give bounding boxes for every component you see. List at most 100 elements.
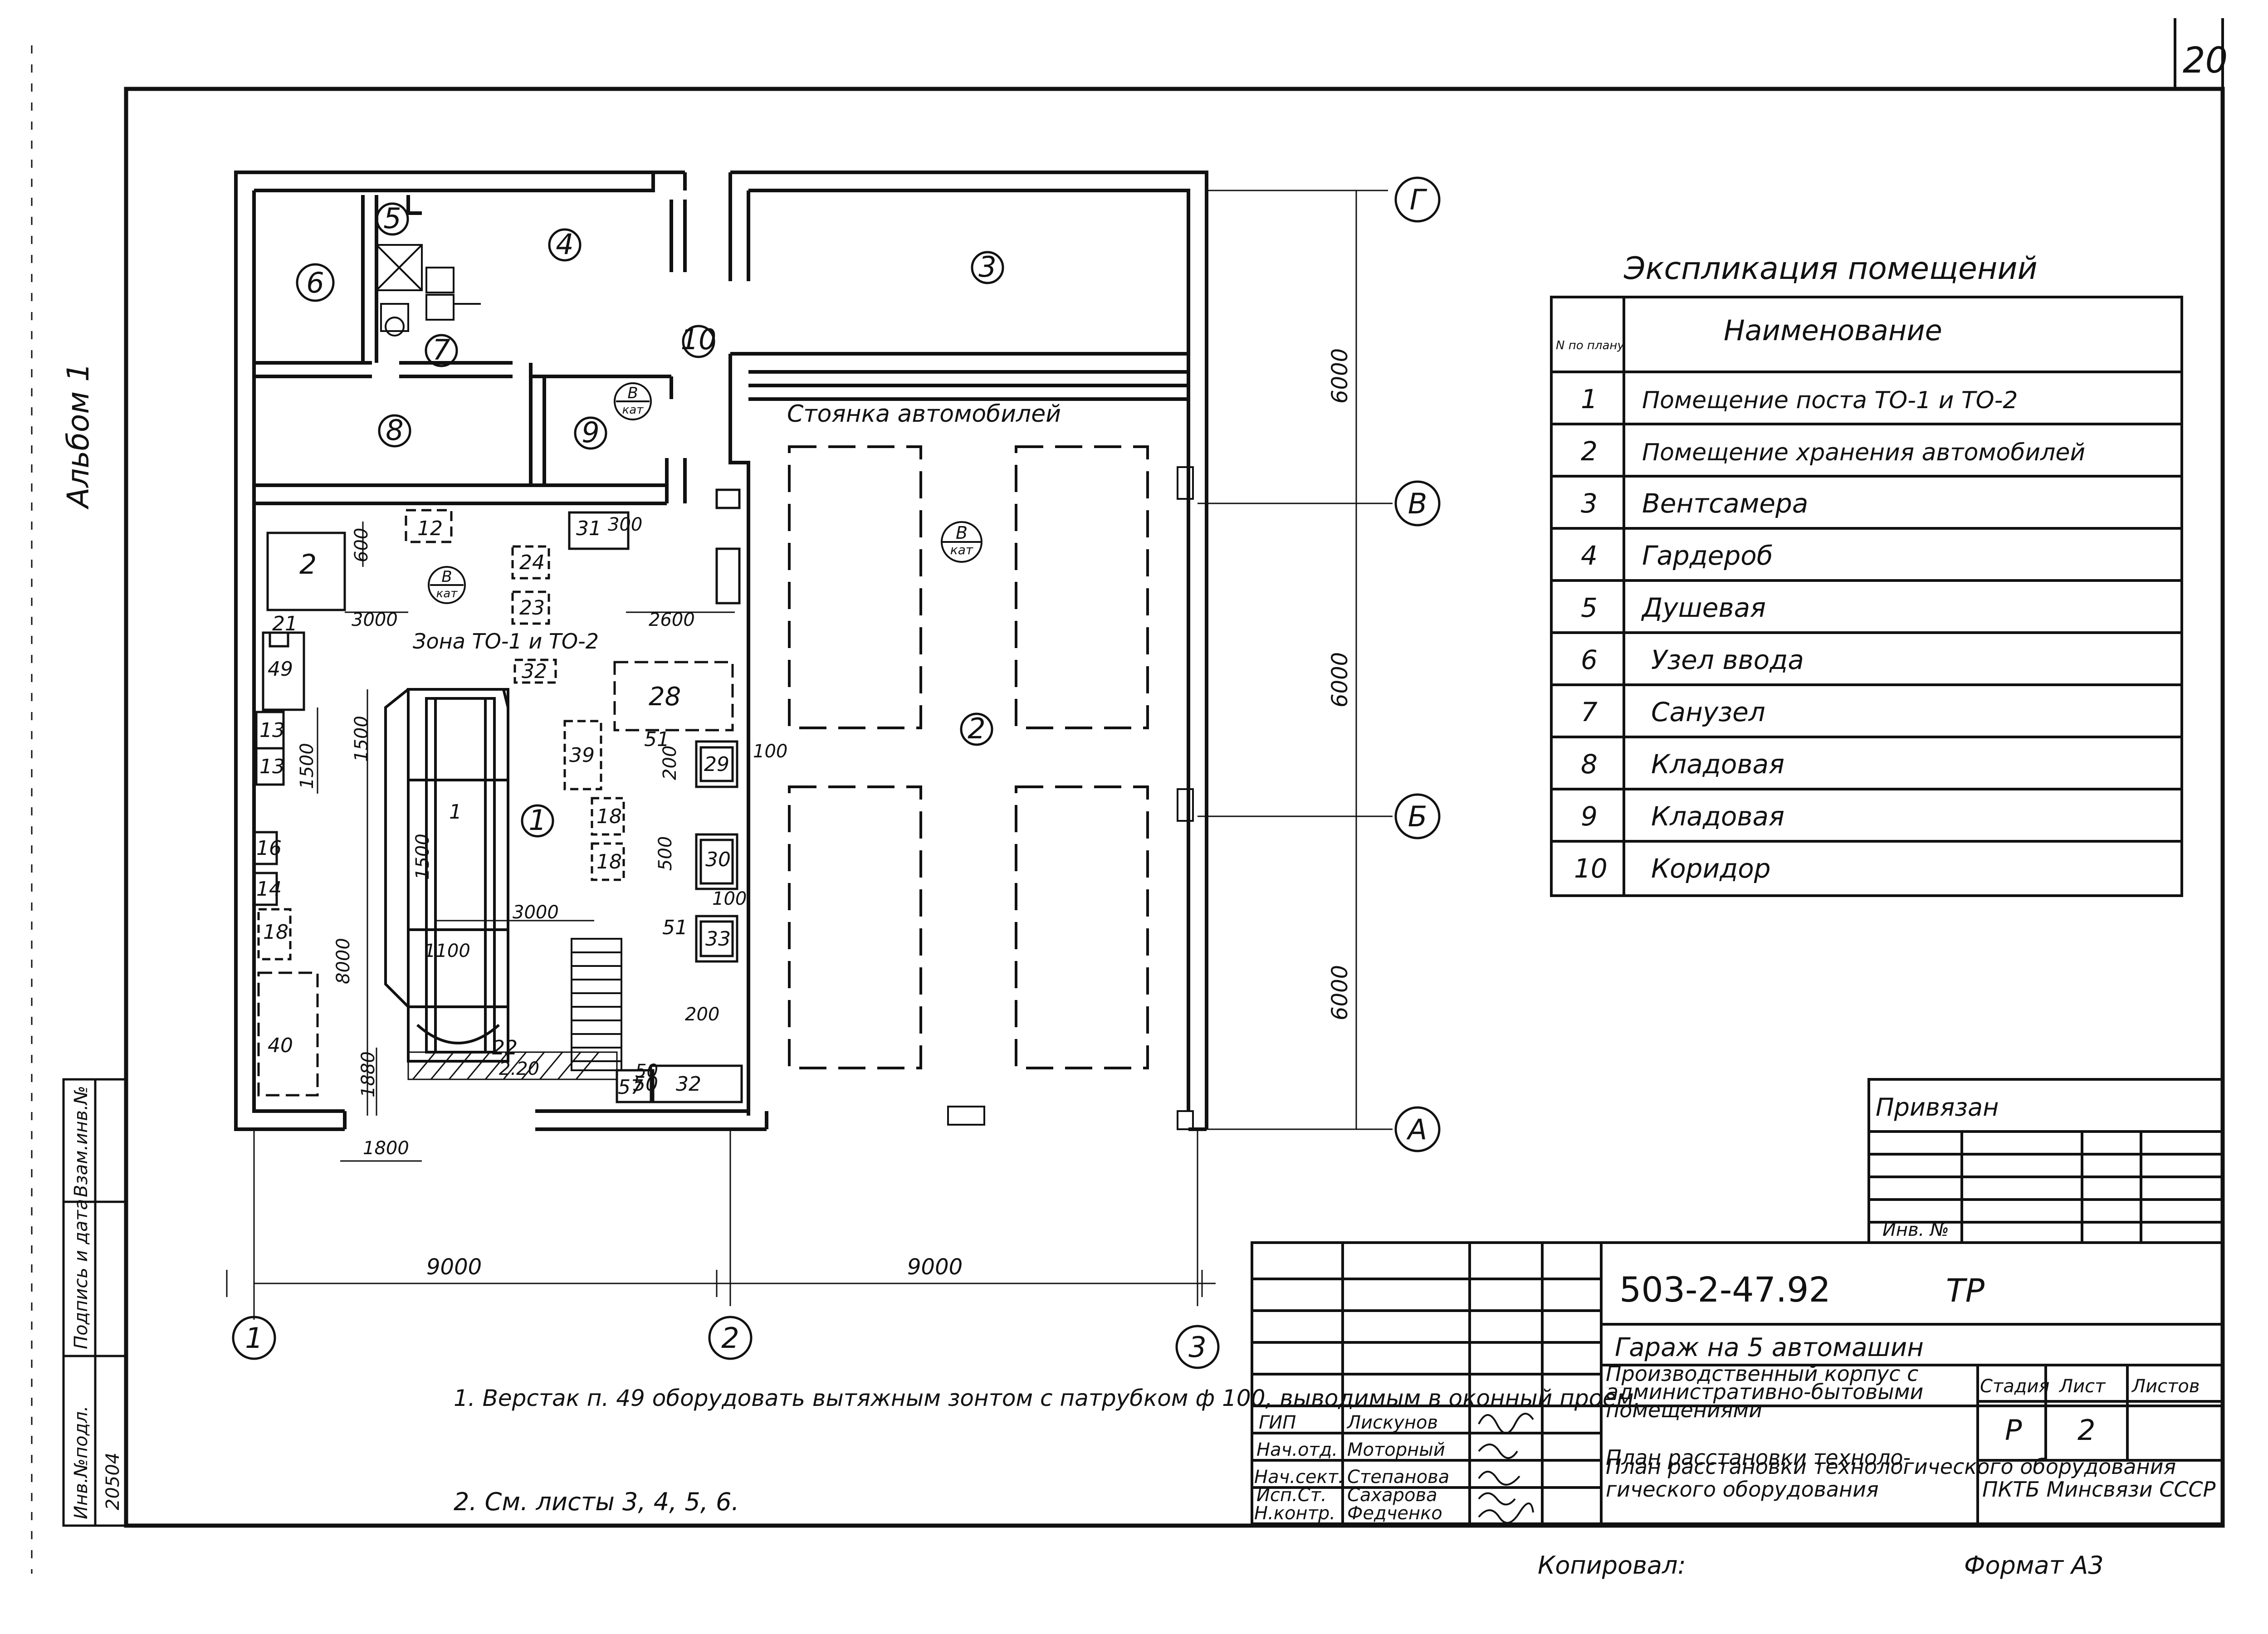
building-line-2: административно-бытовыми bbox=[1606, 1380, 1923, 1404]
signature-name-nach-otd: Моторный bbox=[1347, 1439, 1445, 1460]
album-label: Альбом 1 bbox=[61, 363, 96, 510]
dim-6000-bottom: 6000 bbox=[1327, 965, 1353, 1020]
category-mark-2-bottom: кат bbox=[436, 587, 458, 600]
equipment-label-24: 24 bbox=[519, 551, 545, 574]
equipment-label-57: 57 bbox=[618, 1076, 643, 1099]
room-number-circles bbox=[296, 202, 1004, 838]
room-number-5: 5 bbox=[383, 202, 401, 235]
equipment-label-14: 14 bbox=[256, 878, 282, 901]
dim-6000-top: 6000 bbox=[1327, 348, 1353, 404]
axis-2: 2 bbox=[721, 1322, 739, 1355]
stamp-vzam-inv: Взам.инв.№ bbox=[71, 1086, 92, 1197]
dim-50: 50 bbox=[635, 1061, 658, 1082]
room-number-8: 8 bbox=[386, 414, 403, 447]
category-mark-3-top: В bbox=[956, 523, 968, 543]
page-number: 20 bbox=[2183, 40, 2228, 81]
room-number-2: 2 bbox=[968, 712, 985, 745]
handwritten-signatures bbox=[1478, 1413, 1534, 1524]
category-mark-circles bbox=[428, 382, 982, 604]
sheet-title: План расстановки технологического оборуд… bbox=[1606, 1454, 2176, 1479]
dim-100-b: 100 bbox=[712, 888, 747, 909]
dim-9000-left: 9000 bbox=[426, 1254, 482, 1280]
explication-row-3-number: 3 bbox=[1581, 488, 1598, 519]
signature-name-nach-sekt: Степанова bbox=[1347, 1467, 1449, 1488]
explication-row-4-name: Гардероб bbox=[1642, 540, 1773, 571]
dim-1500-pit-inner: 1500 bbox=[412, 834, 433, 880]
explication-row-8-number: 8 bbox=[1581, 749, 1598, 780]
axis-1: 1 bbox=[245, 1322, 263, 1355]
stage-label: Стадия bbox=[1980, 1376, 2049, 1397]
sheet-label: Лист bbox=[2058, 1376, 2106, 1397]
grid-axes bbox=[232, 176, 1441, 1369]
explication-row-1-name: Помещение поста ТО-1 и ТО-2 bbox=[1642, 387, 2018, 414]
equipment-label-30: 30 bbox=[705, 848, 731, 871]
explication-row-3-name: Вентсамера bbox=[1642, 488, 1808, 519]
building-line-1: Производственный корпус с bbox=[1606, 1361, 1918, 1386]
organization: ПКТБ Минсвязи СССР bbox=[1982, 1477, 2216, 1502]
explication-row-10-name: Коридор bbox=[1651, 853, 1771, 884]
explication-row-6-number: 6 bbox=[1581, 644, 1598, 675]
signature-role-nach-sekt: Нач.сект. bbox=[1254, 1467, 1344, 1488]
explication-row-6-name: Узел ввода bbox=[1651, 644, 1804, 675]
stamp-inventory-number: 20504 bbox=[103, 1453, 123, 1510]
room-number-4: 4 bbox=[556, 228, 573, 261]
signature-role-n-kontr: Н.контр. bbox=[1254, 1503, 1335, 1524]
axis-G: Г bbox=[1410, 183, 1427, 216]
dim-200: 200 bbox=[660, 746, 680, 780]
sheet-title-line-2: гического оборудования bbox=[1606, 1477, 1879, 1502]
equipment-label-16: 16 bbox=[256, 837, 282, 860]
category-mark-1-bottom: кат bbox=[622, 403, 644, 417]
note-1: 1. Верстак п. 49 оборудовать вытяжным зо… bbox=[454, 1385, 1641, 1411]
axis-B: Б bbox=[1408, 800, 1427, 833]
privyazan-label: Привязан bbox=[1876, 1093, 1999, 1122]
signature-role-gip: ГИП bbox=[1259, 1412, 1296, 1433]
room-number-9: 9 bbox=[582, 416, 599, 449]
dim-1500-pit: 1500 bbox=[351, 716, 372, 762]
category-mark-3-bottom: кат bbox=[950, 542, 973, 557]
dim-8000: 8000 bbox=[333, 938, 354, 984]
object-name: Гараж на 5 автомашин bbox=[1615, 1333, 1924, 1362]
explication-row-2-name: Помещение хранения автомобилей bbox=[1642, 439, 2085, 466]
parking-bays bbox=[788, 445, 1149, 1069]
explication-row-5-number: 5 bbox=[1581, 592, 1598, 623]
sheet-number-value: 2 bbox=[2077, 1414, 2095, 1447]
explication-row-7-name: Санузел bbox=[1651, 697, 1765, 727]
explication-row-9-name: Кладовая bbox=[1651, 801, 1784, 832]
title-block-grid bbox=[1251, 1078, 2224, 1525]
dim-1800: 1800 bbox=[363, 1138, 409, 1159]
sheet-title-line-1: План расстановки техноло- bbox=[1606, 1445, 1911, 1470]
equipment-label-51b: 51 bbox=[662, 916, 688, 939]
signature-role-nach-otd: Нач.отд. bbox=[1256, 1439, 1338, 1460]
equipment-label-2: 2 bbox=[299, 549, 317, 580]
room-number-1: 1 bbox=[528, 804, 546, 837]
inspection-pit bbox=[384, 688, 509, 1063]
parking-label: Стоянка автомобилей bbox=[787, 400, 1061, 428]
signature-role-isp: Исп.Ст. bbox=[1256, 1485, 1327, 1506]
equipment-label-21: 21 bbox=[272, 612, 298, 635]
signature-name-gip: Лискунов bbox=[1346, 1412, 1438, 1433]
dim-2-20: 2.20 bbox=[499, 1058, 539, 1079]
equipment-label-39: 39 bbox=[569, 744, 595, 767]
explication-row-10-number: 10 bbox=[1574, 853, 1608, 884]
axis-V: В bbox=[1408, 487, 1427, 520]
stage-value: Р bbox=[2005, 1414, 2022, 1447]
doc-mark: ТР bbox=[1946, 1272, 1985, 1309]
room-number-10: 10 bbox=[681, 323, 717, 356]
dim-3000-mid: 3000 bbox=[513, 902, 559, 923]
axis-A: А bbox=[1406, 1113, 1427, 1146]
equipment-label-23: 23 bbox=[519, 596, 545, 619]
sheet-frame bbox=[31, 18, 2225, 1574]
equipment-label-33: 33 bbox=[705, 927, 731, 951]
equipment-label-28: 28 bbox=[649, 682, 681, 712]
explication-row-1-number: 1 bbox=[1581, 384, 1598, 415]
shower-fixtures bbox=[376, 244, 481, 337]
equipment-label-1: 1 bbox=[449, 800, 462, 824]
dim-3000-top: 3000 bbox=[352, 610, 398, 630]
equipment-label-32-bottom: 32 bbox=[676, 1073, 701, 1096]
zone-label: Зона ТО-1 и ТО-2 bbox=[413, 629, 599, 654]
equipment-label-13a: 13 bbox=[259, 719, 285, 742]
room-number-6: 6 bbox=[306, 266, 324, 299]
equipment-label-12: 12 bbox=[417, 517, 443, 540]
dim-9000-right: 9000 bbox=[907, 1254, 963, 1280]
explication-col-number: N по плану bbox=[1556, 339, 1624, 352]
